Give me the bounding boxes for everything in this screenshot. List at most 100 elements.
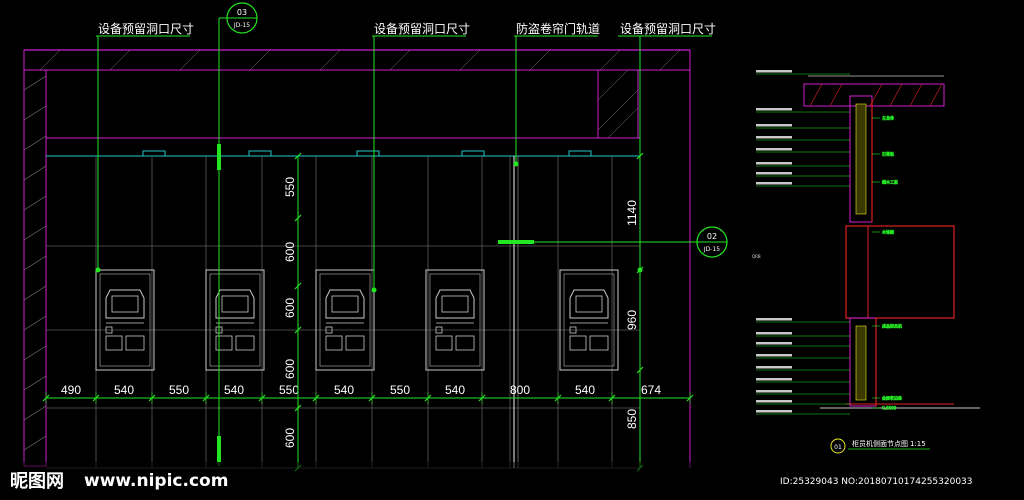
detail-note-glyphs	[756, 148, 792, 151]
dim-text-horizontal: 540	[575, 383, 595, 397]
atm-unit	[315, 269, 375, 371]
atm-screen-hood	[105, 289, 145, 319]
dim-text-vertical-left: 600	[283, 359, 297, 379]
callout-03-ref: JD-15	[233, 22, 250, 29]
atm-outer	[559, 269, 619, 371]
detail-note-glyphs	[756, 162, 792, 165]
detail-scale: 1:15	[910, 440, 926, 448]
detail-note-right: C.5500	[882, 406, 897, 411]
dim-text-horizontal: 490	[61, 383, 81, 397]
callout-02: 02 JD-15	[696, 226, 728, 258]
atm-screen-hood	[215, 289, 255, 319]
detail-note-glyphs	[756, 172, 792, 175]
detail-callout-01-num: 01	[834, 444, 842, 451]
atm-card-reader	[325, 326, 333, 334]
dim-text-vertical-right: 960	[625, 310, 639, 330]
atm-slot	[589, 335, 609, 351]
callout-02-ref: JD-15	[703, 246, 720, 253]
dim-text-horizontal: 550	[169, 383, 189, 397]
atm-unit	[559, 269, 619, 371]
left-wall-hatch	[23, 75, 47, 451]
detail-note-right: 主龙骨	[882, 115, 894, 121]
atm-inner	[563, 273, 615, 367]
detail-qr-label: QRB	[752, 254, 761, 259]
atm-units	[95, 269, 619, 371]
top-label-2: 设备预留洞口尺寸	[374, 22, 470, 36]
detail-note-glyphs	[756, 136, 792, 139]
atm-inner	[429, 273, 481, 367]
dim-tick	[294, 326, 302, 334]
dim-text-horizontal: 550	[390, 383, 410, 397]
detail-note-right: 木饰面	[882, 229, 894, 235]
callout-03-num: 03	[237, 8, 247, 17]
detail-note-glyphs	[756, 354, 792, 357]
dim-tick	[294, 214, 302, 222]
atm-card-reader	[569, 326, 577, 334]
atm-slot	[125, 335, 145, 351]
dim-text-vertical-left: 600	[283, 242, 297, 262]
atm-slot	[455, 335, 475, 351]
dim-text-vertical-left: 600	[283, 428, 297, 448]
ceiling-frame	[23, 49, 691, 71]
callout-02-num: 02	[707, 232, 717, 241]
detail-note-glyphs	[756, 410, 792, 413]
dim-text-horizontal: 540	[445, 383, 465, 397]
dim-tick	[636, 152, 644, 160]
section-mark-03-top	[217, 144, 221, 170]
dim-tick	[294, 152, 302, 160]
atm-outer	[425, 269, 485, 371]
atm-outer	[315, 269, 375, 371]
atm-screen	[221, 295, 249, 313]
atm-keypad	[569, 335, 587, 351]
atm-keypad	[325, 335, 343, 351]
atm-screen-hood	[435, 289, 475, 319]
detail-note-glyphs	[756, 182, 792, 185]
atm-screen	[331, 295, 359, 313]
ceiling-fixtures	[142, 150, 592, 157]
atm-keypad	[435, 335, 453, 351]
atm-keypad	[105, 335, 123, 351]
leader-dot-2	[371, 287, 377, 293]
atm-unit	[205, 269, 265, 371]
section-mark-03-bottom	[217, 436, 221, 462]
dim-tick	[294, 404, 302, 412]
atm-screen	[575, 295, 603, 313]
top-label-4: 设备预留洞口尺寸	[620, 22, 716, 36]
dim-text-vertical-right: 850	[625, 409, 639, 429]
atm-outer	[205, 269, 265, 371]
detail-note-right: 金属收边条	[882, 395, 902, 401]
detail-slab	[803, 83, 945, 107]
callout-03: 03 JD-15	[218, 2, 258, 34]
dim-tick	[294, 282, 302, 290]
atm-card-reader	[435, 326, 443, 334]
detail-note-right: 石膏板	[882, 151, 894, 157]
dim-text-horizontal: 540	[114, 383, 134, 397]
right-column-hatch	[597, 69, 639, 139]
atm-screen-hood	[325, 289, 365, 319]
detail-callout-01	[830, 438, 846, 454]
atm-screen-hood	[569, 289, 609, 319]
detail-title: 柜员机侧面节点图	[852, 439, 908, 448]
atm-keypad	[215, 335, 233, 351]
dim-ticks-horizontal	[42, 392, 694, 404]
top-label-1: 设备预留洞口尺寸	[98, 22, 194, 36]
leader-dot-3	[513, 161, 519, 167]
dim-tick	[636, 366, 644, 374]
detail-note-glyphs	[756, 108, 792, 111]
detail-note-glyphs	[756, 318, 792, 321]
atm-inner	[209, 273, 261, 367]
leader-lines	[96, 35, 712, 290]
detail-atm-cavity	[845, 225, 955, 319]
watermark-band	[0, 462, 1024, 500]
dim-tick	[636, 266, 644, 274]
detail-note-glyphs	[756, 332, 792, 335]
detail-note-glyphs	[756, 366, 792, 369]
detail-note-glyphs	[756, 124, 792, 127]
watermark-url: www.nipic.com	[84, 471, 228, 491]
watermark-id: ID:25329043 NO:20180710174255320033	[780, 477, 973, 487]
detail-note-glyphs	[756, 378, 792, 381]
ceiling-hatch	[39, 49, 681, 71]
